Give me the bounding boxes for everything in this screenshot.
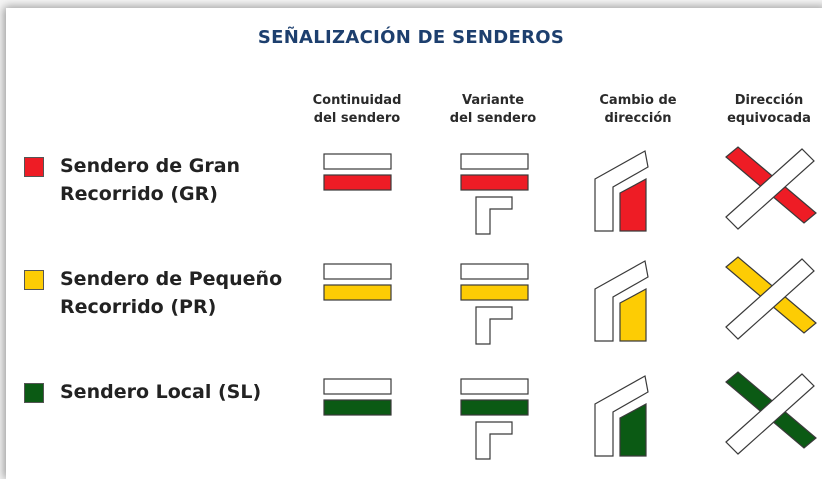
pr-color-swatch	[24, 270, 44, 290]
white-stripe	[460, 263, 529, 280]
color-stripe	[460, 399, 529, 416]
sl-color-swatch	[24, 383, 44, 403]
white-stripe	[323, 378, 392, 395]
column-header-direction-change: Cambio de dirección	[573, 92, 703, 128]
column-header-line: dirección	[604, 111, 672, 126]
row-label-line: Recorrido (PR)	[60, 296, 217, 318]
continuity-sign	[323, 263, 392, 301]
color-stripe	[323, 284, 392, 301]
color-bent-stripe	[619, 402, 647, 457]
variant-marker	[475, 421, 513, 460]
white-bent-stripe	[594, 260, 649, 342]
gr-color-swatch	[24, 157, 44, 177]
white-stripe	[460, 378, 529, 395]
white-diagonal	[725, 373, 815, 455]
row-label-line: Recorrido (GR)	[60, 183, 218, 205]
wrong-direction-sign	[725, 371, 817, 455]
column-header-line: equivocada	[727, 111, 811, 126]
white-stripe	[460, 153, 529, 170]
column-header-line: Variante	[461, 93, 525, 108]
wrong-direction-sign	[725, 256, 817, 340]
direction-change-sign	[594, 150, 649, 232]
column-header-continuity: Continuidad del sendero	[292, 92, 422, 128]
color-bent-stripe	[619, 177, 647, 232]
wrong-direction-sign	[725, 146, 817, 230]
white-diagonal	[725, 148, 815, 230]
color-stripe	[460, 174, 529, 191]
color-stripe	[323, 174, 392, 191]
column-header-line: Dirección	[734, 93, 804, 108]
white-stripe	[323, 263, 392, 280]
direction-change-sign	[594, 260, 649, 342]
color-stripe	[460, 284, 529, 301]
variant-sign	[460, 263, 529, 345]
page-title: SEÑALIZACIÓN DE SENDEROS	[257, 27, 565, 48]
column-header-variant: Variante del sendero	[428, 92, 558, 128]
color-bent-stripe	[619, 287, 647, 342]
continuity-sign	[323, 378, 392, 416]
color-stripe	[323, 399, 392, 416]
row-label-line: Sendero Local (SL)	[60, 381, 262, 403]
column-header-line: Continuidad	[312, 93, 402, 108]
signage-card	[6, 8, 822, 479]
column-header-line: Cambio de	[599, 93, 677, 108]
row-label-line: Sendero de Gran	[60, 155, 241, 177]
continuity-sign	[323, 153, 392, 191]
variant-marker	[475, 196, 513, 235]
white-bent-stripe	[594, 150, 649, 232]
column-header-wrong-direction: Dirección equivocada	[704, 92, 822, 128]
variant-sign	[460, 378, 529, 460]
white-bent-stripe	[594, 375, 649, 457]
column-header-line: del sendero	[449, 111, 537, 126]
variant-sign	[460, 153, 529, 235]
white-diagonal	[725, 258, 815, 340]
row-label-line: Sendero de Pequeño	[60, 268, 283, 290]
direction-change-sign	[594, 375, 649, 457]
column-header-line: del sendero	[313, 111, 401, 126]
variant-marker	[475, 306, 513, 345]
white-stripe	[323, 153, 392, 170]
